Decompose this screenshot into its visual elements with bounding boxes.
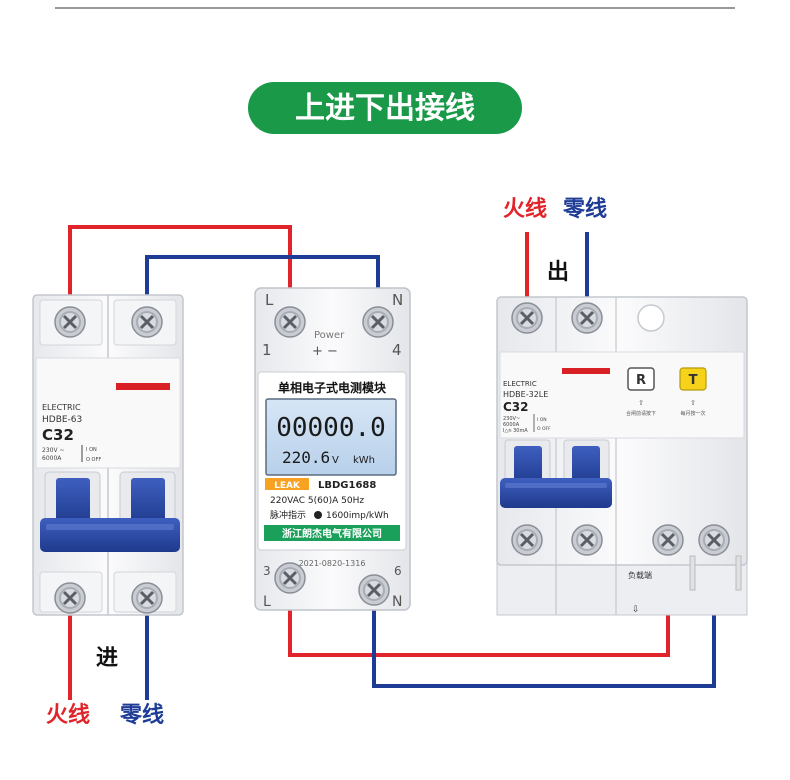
left-bottom-screw-n [130,581,164,615]
right-spec1: 230V~ [503,416,520,422]
meter-pulse-rate: 1600imp/kWh [326,511,389,521]
right-top-screw-l [510,301,544,335]
out-label: 出 [547,260,569,285]
right-spec3: I△n 30mA [503,428,528,434]
test-key-label: T [689,373,698,388]
left-off: O OFF [86,457,101,463]
right-model: HDBE-32LE [503,390,548,399]
left-handle-1[interactable] [56,478,90,526]
meter-pulse-label: 脉冲指示 [270,509,306,521]
test-note: 每月按一次 [680,410,705,417]
meter-brand: LEAK [274,481,301,491]
live-wire-top [68,225,292,322]
meter-3-label: 3 [263,564,271,578]
title-text: 上进下出接线 [295,91,475,126]
meter-top-screw-n [361,305,395,339]
meter-model: LBDG1688 [318,480,376,491]
left-brand: ELECTRIC [42,403,81,412]
title-badge: 上进下出接线 [248,82,522,134]
meter-energy-unit: kWh [353,455,375,466]
svg-text:⇩: ⇩ [632,605,640,615]
meter-serial: 2021-0820-1316 [299,559,366,568]
meter-maker: 浙江朗杰电气有限公司 [282,527,382,540]
right-bottom-screw-2 [570,523,604,557]
meter-plus-minus: + − [312,344,338,359]
right-off: O OFF [537,426,551,432]
top-live-label: 火线 [503,196,547,222]
breaker-right: ELECTRIC HDBE-32LE C32 230V~ 6000A I△n 3… [496,296,748,616]
reset-note: 合闸前请按下 [626,410,656,417]
meter-lcd [265,398,397,476]
meter-name: 单相电子式电测模块 [278,380,387,395]
right-brand: ELECTRIC [503,380,537,388]
svg-text:⇧: ⇧ [638,399,644,407]
meter-bottom-screw-n [357,573,391,607]
meter-1-label: 1 [262,341,272,359]
left-rating: C32 [42,426,74,444]
left-handle-bar[interactable] [40,518,180,552]
meter-spec: 220VAC 5(60)A 50Hz [270,496,364,506]
test-key[interactable] [679,367,707,391]
left-spec1: 230V ~ [42,447,65,454]
right-bottom-screw-1 [510,523,544,557]
load-side-label: 负载端 [628,570,652,580]
right-bottom-screw-n [697,523,731,557]
meter-power-label: Power [314,330,345,341]
reset-key[interactable] [627,367,655,391]
energy-meter: L N 1 4 Power + − 单相电子式电测模块 00000.0 220.… [254,287,411,611]
meter-pulse-led [314,511,322,519]
meter-bottom-n-label: N [392,594,402,610]
meter-reading: 00000.0 [276,413,386,443]
right-handle-1[interactable] [514,446,542,486]
meter-bottom-screw-l [273,561,307,595]
right-on: I ON [537,417,547,423]
right-spec2: 6000A [503,422,520,428]
reset-key-label: R [636,373,646,388]
breaker-left: ELECTRIC HDBE-63 C32 230V ~ 6000A I ON O… [32,294,184,616]
left-on: I ON [86,447,97,453]
right-rating: C32 [503,400,529,414]
meter-l-label: L [265,291,274,309]
meter-4-label: 4 [392,341,402,359]
right-indicator-window [637,304,665,332]
meter-top-screw-l [273,305,307,339]
meter-voltage: 220.6 [282,448,330,467]
bottom-live-label: 火线 [46,702,90,728]
left-handle-2[interactable] [131,478,165,526]
left-spec2: 6000A [42,455,62,462]
right-status-bar [562,368,610,374]
meter-n-label: N [392,291,403,309]
right-handle-2[interactable] [572,446,600,486]
bottom-neutral-label: 零线 [119,702,164,728]
top-neutral-label: 零线 [562,196,607,222]
right-handle-bar[interactable] [500,478,612,508]
svg-text:⇧: ⇧ [690,399,696,407]
meter-6-label: 6 [394,564,402,578]
meter-bottom-l-label: L [263,594,271,610]
left-bottom-screw-l [53,581,87,615]
right-bottom-screw-l [651,523,685,557]
right-top-screw-n [570,301,604,335]
left-top-screw-l [53,305,87,339]
left-top-screw-n [130,305,164,339]
in-label: 进 [96,646,118,671]
left-model: HDBE-63 [42,415,82,425]
meter-volt-unit: V [332,455,339,466]
left-status-bar [116,383,170,390]
